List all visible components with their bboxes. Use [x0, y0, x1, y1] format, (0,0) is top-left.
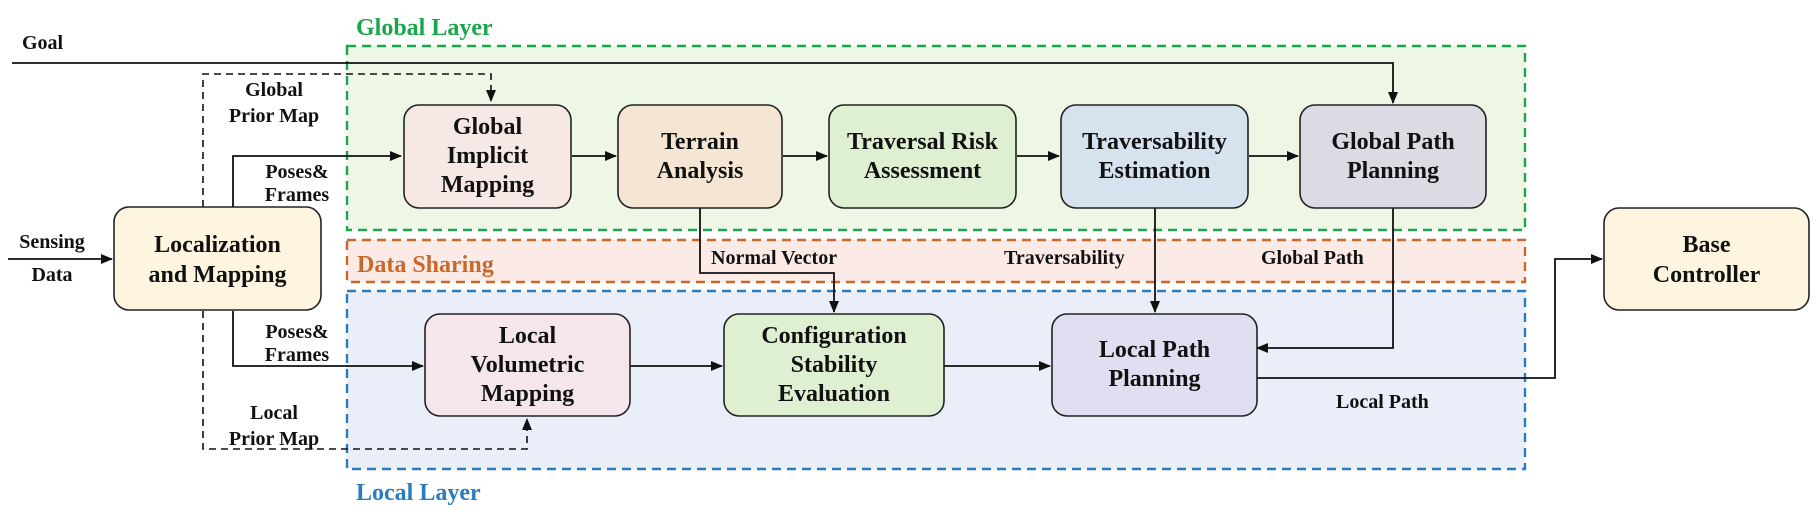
local-path-label: Local Path [1336, 391, 1429, 413]
goal-label: Goal [22, 32, 64, 54]
box-line: Terrain [661, 129, 739, 155]
localization-and-mapping-box: Localization and Mapping [113, 206, 322, 311]
goal-arrow [12, 62, 1398, 104]
local-prior-map-label: Prior Map [229, 428, 319, 450]
global-path-down-arrow [1256, 208, 1394, 353]
poses-frames-bottom-arrow [232, 311, 424, 371]
box-line: Global Path [1331, 129, 1454, 155]
terrain-analysis-box: Terrain Analysis [617, 104, 783, 209]
global-prior-map-arrow [202, 73, 496, 207]
sensing-label: Sensing [19, 231, 85, 253]
box-line: Mapping [481, 381, 574, 407]
data-sharing-title: Data Sharing [357, 252, 494, 278]
box-line: Planning [1108, 366, 1200, 392]
box-line: Volumetric [471, 352, 585, 378]
box-line: Analysis [657, 158, 744, 184]
local-prior-map-label: Local [250, 402, 298, 424]
traversal-risk-assessment-box: Traversal Risk Assessment [828, 104, 1017, 209]
box-line: Controller [1653, 262, 1761, 288]
sensing-label: Data [31, 264, 72, 286]
normal-vector-arrow [699, 208, 839, 313]
global-layer-title: Global Layer [356, 15, 493, 41]
local-volumetric-mapping-box: Local Volumetric Mapping [424, 313, 631, 417]
box-line: and Mapping [148, 262, 286, 288]
box-line: Implicit [447, 143, 528, 169]
local-layer-title: Local Layer [356, 480, 481, 506]
box-line: Stability [791, 352, 878, 378]
box-line: Traversability [1082, 129, 1227, 155]
local-path-planning-box: Local Path Planning [1051, 313, 1258, 417]
box-line: Mapping [441, 172, 534, 198]
global-path-label: Global Path [1261, 247, 1364, 269]
poses-frames-label: Frames [265, 184, 330, 206]
global-implicit-mapping-box: Global Implicit Mapping [403, 104, 572, 209]
normal-vector-label: Normal Vector [711, 247, 837, 269]
traversability-label: Traversability [1004, 247, 1125, 269]
poses-frames-top-arrow [232, 151, 402, 207]
box-line: Base [1683, 232, 1731, 258]
box-line: Local Path [1099, 337, 1210, 363]
poses-frames-label: Poses& [265, 161, 328, 183]
box-line: Planning [1347, 158, 1439, 184]
local-prior-map-arrow [202, 311, 532, 450]
box-line: Estimation [1098, 158, 1210, 184]
box-line: Configuration [761, 323, 906, 349]
local-path-output-arrow [1257, 254, 1603, 379]
traversability-estimation-box: Traversability Estimation [1060, 104, 1249, 209]
box-line: Global [453, 114, 523, 140]
poses-frames-label: Frames [265, 344, 330, 366]
global-prior-map-label: Prior Map [229, 105, 319, 127]
box-line: Localization [154, 232, 281, 258]
box-line: Evaluation [778, 381, 890, 407]
base-controller-box: Base Controller [1603, 207, 1810, 311]
global-path-planning-box: Global Path Planning [1299, 104, 1487, 209]
box-line: Traversal Risk [847, 129, 999, 155]
box-line: Local [499, 323, 557, 349]
global-prior-map-label: Global [245, 79, 303, 101]
poses-frames-label: Poses& [265, 321, 328, 343]
configuration-stability-evaluation-box: Configuration Stability Evaluation [723, 313, 945, 417]
data-sharing-region [345, 238, 1527, 284]
box-line: Assessment [864, 158, 981, 184]
